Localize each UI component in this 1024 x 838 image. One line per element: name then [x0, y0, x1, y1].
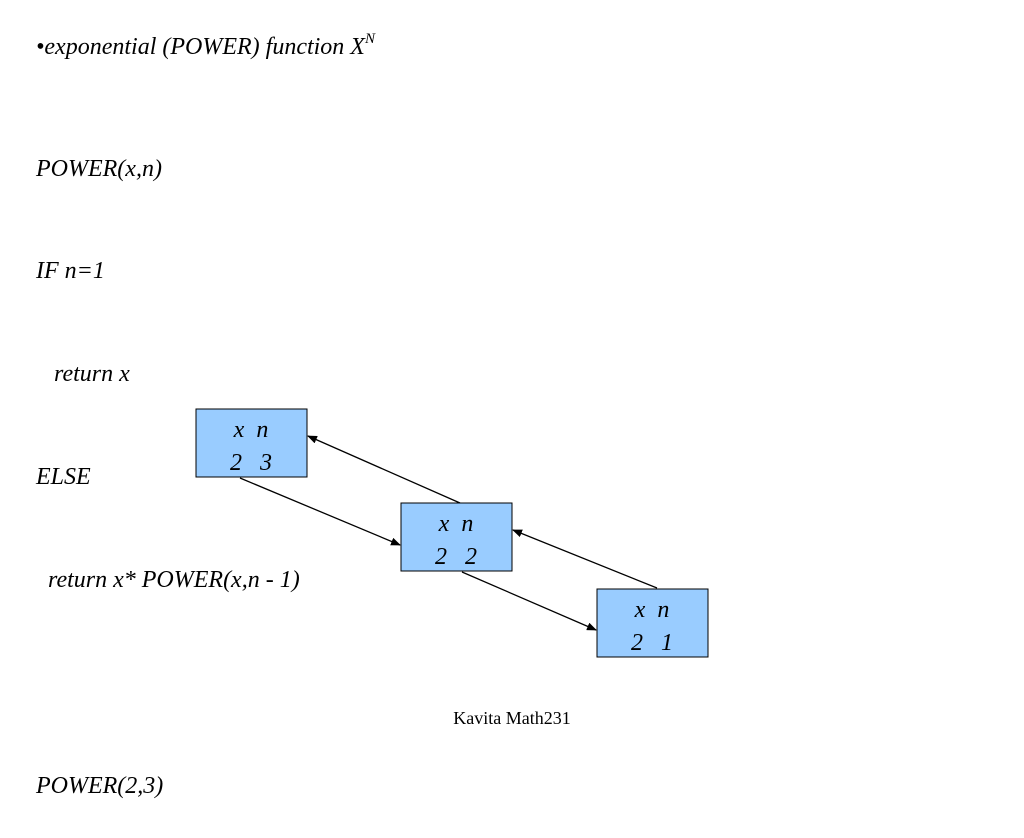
recursion-diagram: x n 2 3 x n 2 2 x n 2 1: [195, 408, 709, 658]
code-line-return-base: return x: [36, 361, 130, 388]
return-arrow-n1-to-n2: [512, 529, 658, 589]
code-line-if: IF n=1: [36, 258, 105, 285]
code-line-else: ELSE: [36, 464, 91, 491]
call-arrow-n3-to-n2: [239, 477, 401, 546]
slide-title: •exponential (POWER) function XN: [36, 26, 375, 62]
code-line-call: POWER(2,3): [36, 772, 164, 799]
code-line-return-recursive: return x* POWER(x,n - 1): [36, 567, 300, 594]
call-box-n1-values: 2 1: [631, 630, 673, 656]
title-text: •exponential (POWER) function X: [36, 34, 365, 60]
return-arrow-n2-to-n3: [307, 435, 461, 504]
call-box-n2-values: 2 2: [435, 544, 477, 570]
call-box-n1-header: x n: [634, 597, 670, 623]
call-arrow-n2-to-n1: [461, 571, 597, 631]
call-box-n1: x n 2 1: [596, 588, 709, 658]
title-superscript: N: [364, 31, 375, 47]
slide-footer: Kavita Math231: [453, 708, 571, 728]
call-box-n3-header: x n: [233, 417, 269, 443]
call-box-n2-header: x n: [438, 511, 474, 537]
code-line-function: POWER(x,n): [36, 155, 162, 182]
call-box-n2: x n 2 2: [400, 502, 513, 572]
call-box-n3: x n 2 3: [195, 408, 308, 478]
call-box-n3-values: 2 3: [230, 450, 272, 476]
